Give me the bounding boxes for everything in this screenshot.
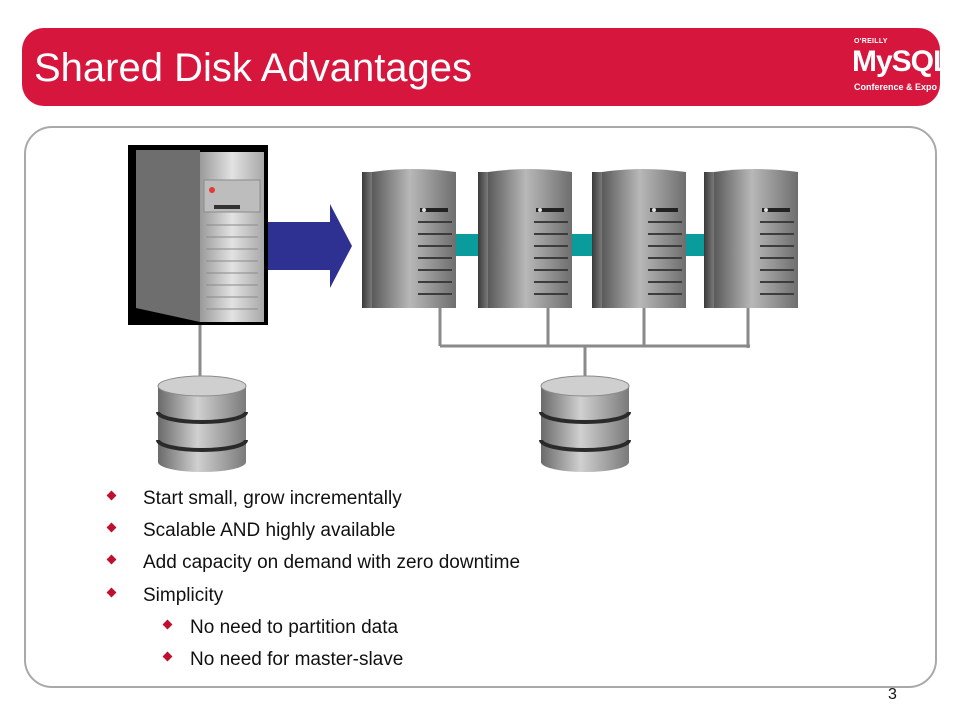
bullet-marker <box>162 651 173 662</box>
logo-tagline: Conference & Expo <box>854 82 938 92</box>
bullet-item: Add capacity on demand with zero downtim… <box>106 550 728 582</box>
cluster-node-2 <box>478 169 572 308</box>
bullet-text: No need to partition data <box>190 616 399 638</box>
cluster-node-1 <box>362 169 456 308</box>
scale-out-arrow <box>268 204 352 288</box>
bullet-text: Simplicity <box>143 584 224 606</box>
bullet-marker <box>106 587 117 598</box>
title-bar: Shared Disk Advantages O'REILLY MySQL Co… <box>22 28 951 106</box>
page-number: 3 <box>888 686 897 703</box>
bullet-text: Start small, grow incrementally <box>143 488 402 509</box>
bullet-marker <box>106 554 117 565</box>
shared-disk <box>539 375 631 472</box>
bullet-text: No need for master-slave <box>190 648 404 670</box>
bullet-text: Scalable AND highly available <box>143 520 396 542</box>
single-server-disk <box>156 375 248 472</box>
bullet-marker <box>106 522 117 533</box>
single-server <box>128 145 268 325</box>
sub-bullet-item: No need for master-slave <box>108 647 728 679</box>
mysql-conference-logo: O'REILLY MySQL Conference & Expo <box>830 36 951 98</box>
slide-title: Shared Disk Advantages <box>34 46 473 90</box>
cluster-node-4 <box>704 169 798 308</box>
bullet-text: Add capacity on demand with zero downtim… <box>143 552 521 574</box>
cluster-interconnect <box>454 234 708 256</box>
logo-mysql: MySQL <box>852 45 951 78</box>
bullet-marker <box>106 490 117 501</box>
bullet-item: Start small, grow incrementally <box>106 486 728 518</box>
cluster-node-3 <box>592 169 686 308</box>
storage-connections <box>198 308 750 380</box>
sub-bullet-item: No need to partition data <box>108 615 728 647</box>
bullet-item: Scalable AND highly available <box>106 518 728 550</box>
logo-oreilly: O'REILLY <box>854 38 888 45</box>
bullet-marker <box>162 619 173 630</box>
bullet-item: Simplicity <box>106 583 728 615</box>
bullet-list: Start small, grow incrementally Scalable… <box>106 486 728 679</box>
